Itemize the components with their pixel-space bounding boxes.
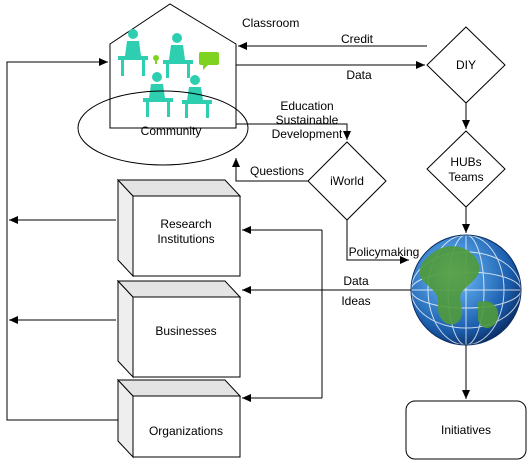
edge-questions — [232, 158, 308, 182]
organizations-label: Organizations — [149, 424, 223, 438]
hubs-label-line2: Teams — [448, 170, 483, 184]
edge-label-ideas: Ideas — [341, 294, 370, 308]
research-label-line2: Institutions — [157, 232, 214, 246]
research-institutions-node — [116, 178, 242, 278]
classroom-node — [109, 3, 237, 129]
edge-label-education-2: Sustainable — [276, 113, 339, 127]
edge-policymaking — [346, 220, 409, 264]
edge-label-education-1: Education — [280, 99, 333, 113]
iworld-label: iWorld — [330, 174, 364, 188]
businesses-label: Businesses — [155, 324, 216, 338]
community-node — [77, 90, 249, 166]
organizations-node — [116, 378, 242, 459]
classroom-people-icon — [118, 29, 212, 118]
classroom-label: Classroom — [242, 16, 299, 30]
chat-screen-icon — [199, 52, 219, 70]
edge-label-credit: Credit — [341, 32, 374, 46]
initiatives-node — [405, 400, 527, 460]
edge-label-data-top: Data — [346, 68, 372, 82]
edge-label-policymaking: Policymaking — [349, 245, 420, 259]
idea-bulb-icon — [153, 55, 159, 64]
community-label: Community — [141, 124, 202, 138]
businesses-node — [116, 279, 242, 379]
edge-feedback-loop — [6, 58, 118, 421]
edge-label-questions: Questions — [250, 164, 304, 178]
edge-label-education-3: Development — [272, 127, 343, 141]
globe-icon — [410, 234, 522, 346]
initiatives-label: Initiatives — [441, 423, 491, 437]
research-label-line1: Research — [160, 217, 211, 231]
hubs-node — [426, 130, 506, 208]
edge-education — [236, 123, 351, 140]
edge-label-data-globe: Data — [343, 274, 369, 288]
diy-label: DIY — [456, 58, 476, 72]
hubs-label-line1: HUBs — [450, 155, 481, 169]
